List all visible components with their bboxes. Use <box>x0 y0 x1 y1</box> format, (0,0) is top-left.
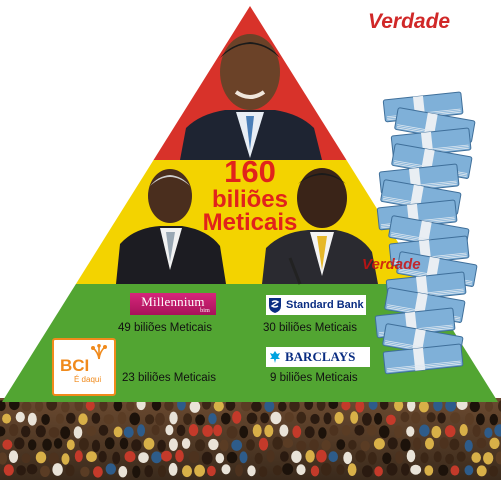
headline-unit: biliões <box>211 186 289 213</box>
verdade-watermark-middle: Verdade <box>362 256 421 273</box>
millennium-amount: 49 biliões Meticais <box>118 322 212 334</box>
standard-bank-shield-icon <box>269 297 281 313</box>
standard-bank-logo-text: Standard Bank <box>286 299 364 311</box>
verdade-watermark-url: www.verdade.co.mz <box>384 34 438 40</box>
person-photo <box>180 34 322 160</box>
headline-currency: Meticais <box>202 209 298 236</box>
millennium-logo-text: Millennium <box>141 293 205 309</box>
barclays-amount: 9 biliões Meticais <box>270 372 358 384</box>
person-photo <box>116 169 226 284</box>
banknote-bundle <box>382 343 464 375</box>
bci-flower-icon <box>91 344 107 360</box>
millennium-logo-subtext: bim <box>200 307 210 314</box>
banknote-stack <box>374 91 478 375</box>
barclays-logo: BARCLAYS <box>266 347 370 367</box>
person-photo <box>262 168 378 285</box>
crowd-photo <box>0 397 501 480</box>
headline-number: 160 <box>224 154 276 189</box>
bci-amount: 23 biliões Meticais <box>122 372 216 384</box>
millennium-logo: Millennium bim <box>130 293 216 315</box>
bci-logo-subtext: É daqui <box>74 374 102 384</box>
barclays-logo-text: BARCLAYS <box>285 349 356 364</box>
verdade-watermark-top: Verdade <box>368 10 451 33</box>
standard-bank-amount: 30 biliões Meticais <box>263 322 357 334</box>
barclays-eagle-icon <box>270 351 280 363</box>
bci-logo-text: BCI <box>60 355 90 375</box>
standard-bank-logo: Standard Bank <box>266 295 366 315</box>
bci-logo: BCI É daqui <box>52 338 116 396</box>
